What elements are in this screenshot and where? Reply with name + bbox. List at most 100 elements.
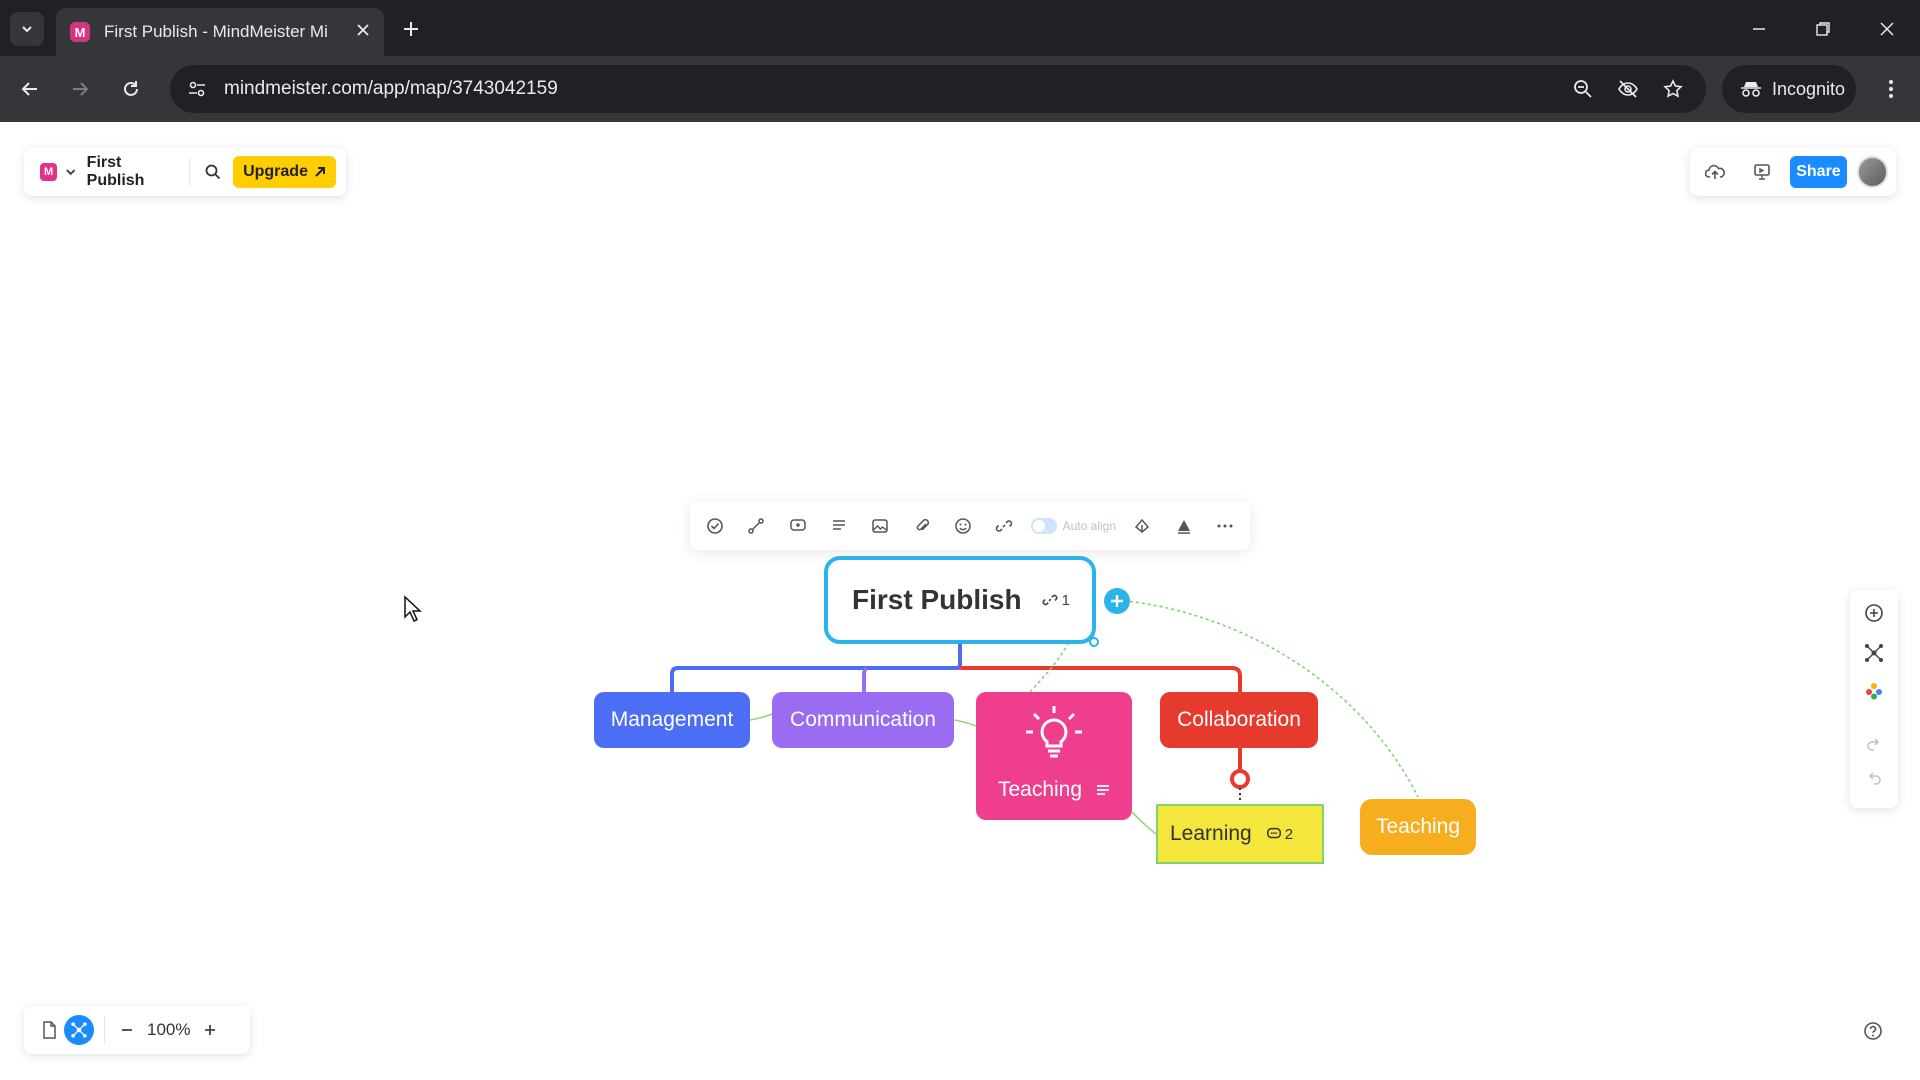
upgrade-button[interactable]: Upgrade	[233, 156, 336, 188]
connect-button[interactable]	[741, 511, 771, 541]
node-communication[interactable]: Communication	[772, 692, 954, 748]
address-bar[interactable]: mindmeister.com/app/map/3743042159	[170, 65, 1706, 113]
node-learning[interactable]: Learning 2	[1156, 804, 1324, 864]
zoom-indicator-button[interactable]	[1568, 74, 1598, 104]
zoom-in-button[interactable]	[198, 1013, 222, 1047]
close-tab-button[interactable]	[356, 23, 370, 42]
browser-tabbar: M First Publish - MindMeister Mi	[0, 0, 1920, 56]
image-button[interactable]	[865, 511, 895, 541]
emoji-button[interactable]	[948, 511, 978, 541]
comment-icon	[1266, 827, 1281, 839]
arrow-right-icon	[73, 82, 89, 96]
browser-menu-button[interactable]	[1874, 71, 1908, 107]
mindmap-view-button[interactable]	[64, 1015, 94, 1045]
search-button[interactable]	[200, 155, 225, 189]
redo-icon	[1867, 738, 1880, 751]
check-circle-icon	[707, 518, 723, 534]
node-teaching-floating[interactable]: Teaching	[1360, 799, 1476, 855]
present-button[interactable]	[1745, 155, 1778, 189]
tracking-protection-button[interactable]	[1613, 74, 1643, 104]
style-button[interactable]	[1127, 511, 1157, 541]
mindmeister-app: M First Publish Upgrade Share	[0, 122, 1920, 1080]
reload-button[interactable]	[113, 71, 149, 107]
tab-list-button[interactable]	[10, 12, 44, 46]
root-resize-handle	[1089, 637, 1099, 647]
presentation-icon	[1753, 164, 1770, 180]
user-avatar[interactable]	[1856, 156, 1888, 188]
forward-button[interactable]	[62, 71, 98, 107]
outline-view-button[interactable]	[34, 1013, 64, 1047]
restore-window-button[interactable]	[1808, 14, 1838, 44]
learning-comment-indicator[interactable]: 2	[1266, 826, 1293, 843]
share-button[interactable]: Share	[1790, 156, 1847, 188]
comment-button[interactable]	[783, 511, 813, 541]
node-teaching-label: Teaching	[997, 778, 1083, 801]
attachment-button[interactable]	[907, 511, 937, 541]
node-management[interactable]: Management	[594, 692, 750, 748]
shape-button[interactable]	[1169, 511, 1199, 541]
help-icon	[1864, 1022, 1882, 1040]
connector-root-collaboration	[960, 666, 1242, 692]
url-text: mindmeister.com/app/map/3743042159	[224, 78, 558, 99]
zoom-level: 100%	[147, 1020, 191, 1039]
theme-button[interactable]	[1857, 674, 1891, 708]
connector-icon	[748, 518, 765, 534]
layout-button[interactable]	[1857, 636, 1891, 670]
browser-tab-active[interactable]: M First Publish - MindMeister Mi	[56, 8, 384, 56]
more-vertical-icon	[1889, 80, 1893, 98]
back-button[interactable]	[12, 71, 48, 107]
document-icon	[43, 1021, 56, 1039]
node-collaboration[interactable]: Collaboration	[1160, 692, 1318, 748]
close-icon	[357, 23, 369, 36]
chevron-down-icon	[22, 26, 32, 33]
chevron-down-icon[interactable]	[65, 166, 76, 178]
eye-off-icon	[1618, 80, 1638, 98]
incognito-indicator[interactable]: Incognito	[1722, 65, 1856, 113]
mindmap-layout-icon	[1865, 644, 1883, 662]
map-actions-panel: Share	[1690, 148, 1896, 196]
view-zoom-panel: 100%	[24, 1006, 250, 1054]
export-button[interactable]	[1698, 155, 1731, 189]
link-button[interactable]	[989, 511, 1019, 541]
bookmark-button[interactable]	[1658, 74, 1688, 104]
plus-icon	[1111, 595, 1123, 607]
minimize-icon	[1753, 28, 1765, 30]
close-window-button[interactable]	[1872, 14, 1902, 44]
relation-root-teaching-float	[1117, 599, 1419, 798]
task-button[interactable]	[700, 511, 730, 541]
auto-align-label: Auto align	[1062, 519, 1116, 533]
note-button[interactable]	[824, 511, 854, 541]
help-button[interactable]	[1858, 1016, 1888, 1046]
redo-button[interactable]	[1857, 728, 1891, 762]
arrow-left-icon	[21, 82, 37, 96]
relation-teaching-root	[1029, 621, 1079, 693]
zoom-divider	[104, 1016, 105, 1044]
link-icon	[996, 520, 1013, 532]
root-node[interactable]: First Publish 1	[824, 556, 1096, 644]
mouse-pointer-icon	[404, 595, 422, 623]
restore-icon	[1816, 22, 1830, 36]
minimize-window-button[interactable]	[1744, 14, 1774, 44]
close-icon	[1880, 22, 1894, 36]
new-tab-button[interactable]	[396, 14, 426, 44]
map-title[interactable]: First Publish	[86, 154, 145, 189]
add-topic-button[interactable]	[1857, 596, 1891, 630]
root-link-indicator[interactable]: 1	[1042, 592, 1070, 609]
site-info-button[interactable]	[180, 72, 214, 106]
add-child-button[interactable]	[1104, 588, 1130, 614]
reload-icon	[124, 81, 138, 96]
header-divider	[189, 158, 191, 186]
auto-align-toggle[interactable]: Auto align	[1030, 518, 1116, 534]
teaching-label-row: Teaching	[998, 778, 1110, 802]
auto-align-switch[interactable]	[1030, 518, 1057, 534]
root-node-label: First Publish	[852, 584, 1022, 615]
mindmeister-logo-icon[interactable]: M	[40, 163, 58, 181]
node-teaching[interactable]: Teaching	[976, 692, 1132, 820]
plus-circle-icon	[1865, 604, 1883, 622]
palette-icon	[1866, 683, 1882, 700]
zoom-out-button[interactable]	[115, 1013, 139, 1047]
connector-root-management	[670, 644, 962, 692]
node-format-toolbar: Auto align	[690, 502, 1250, 550]
undo-button[interactable]	[1857, 762, 1891, 796]
more-options-button[interactable]	[1210, 511, 1240, 541]
